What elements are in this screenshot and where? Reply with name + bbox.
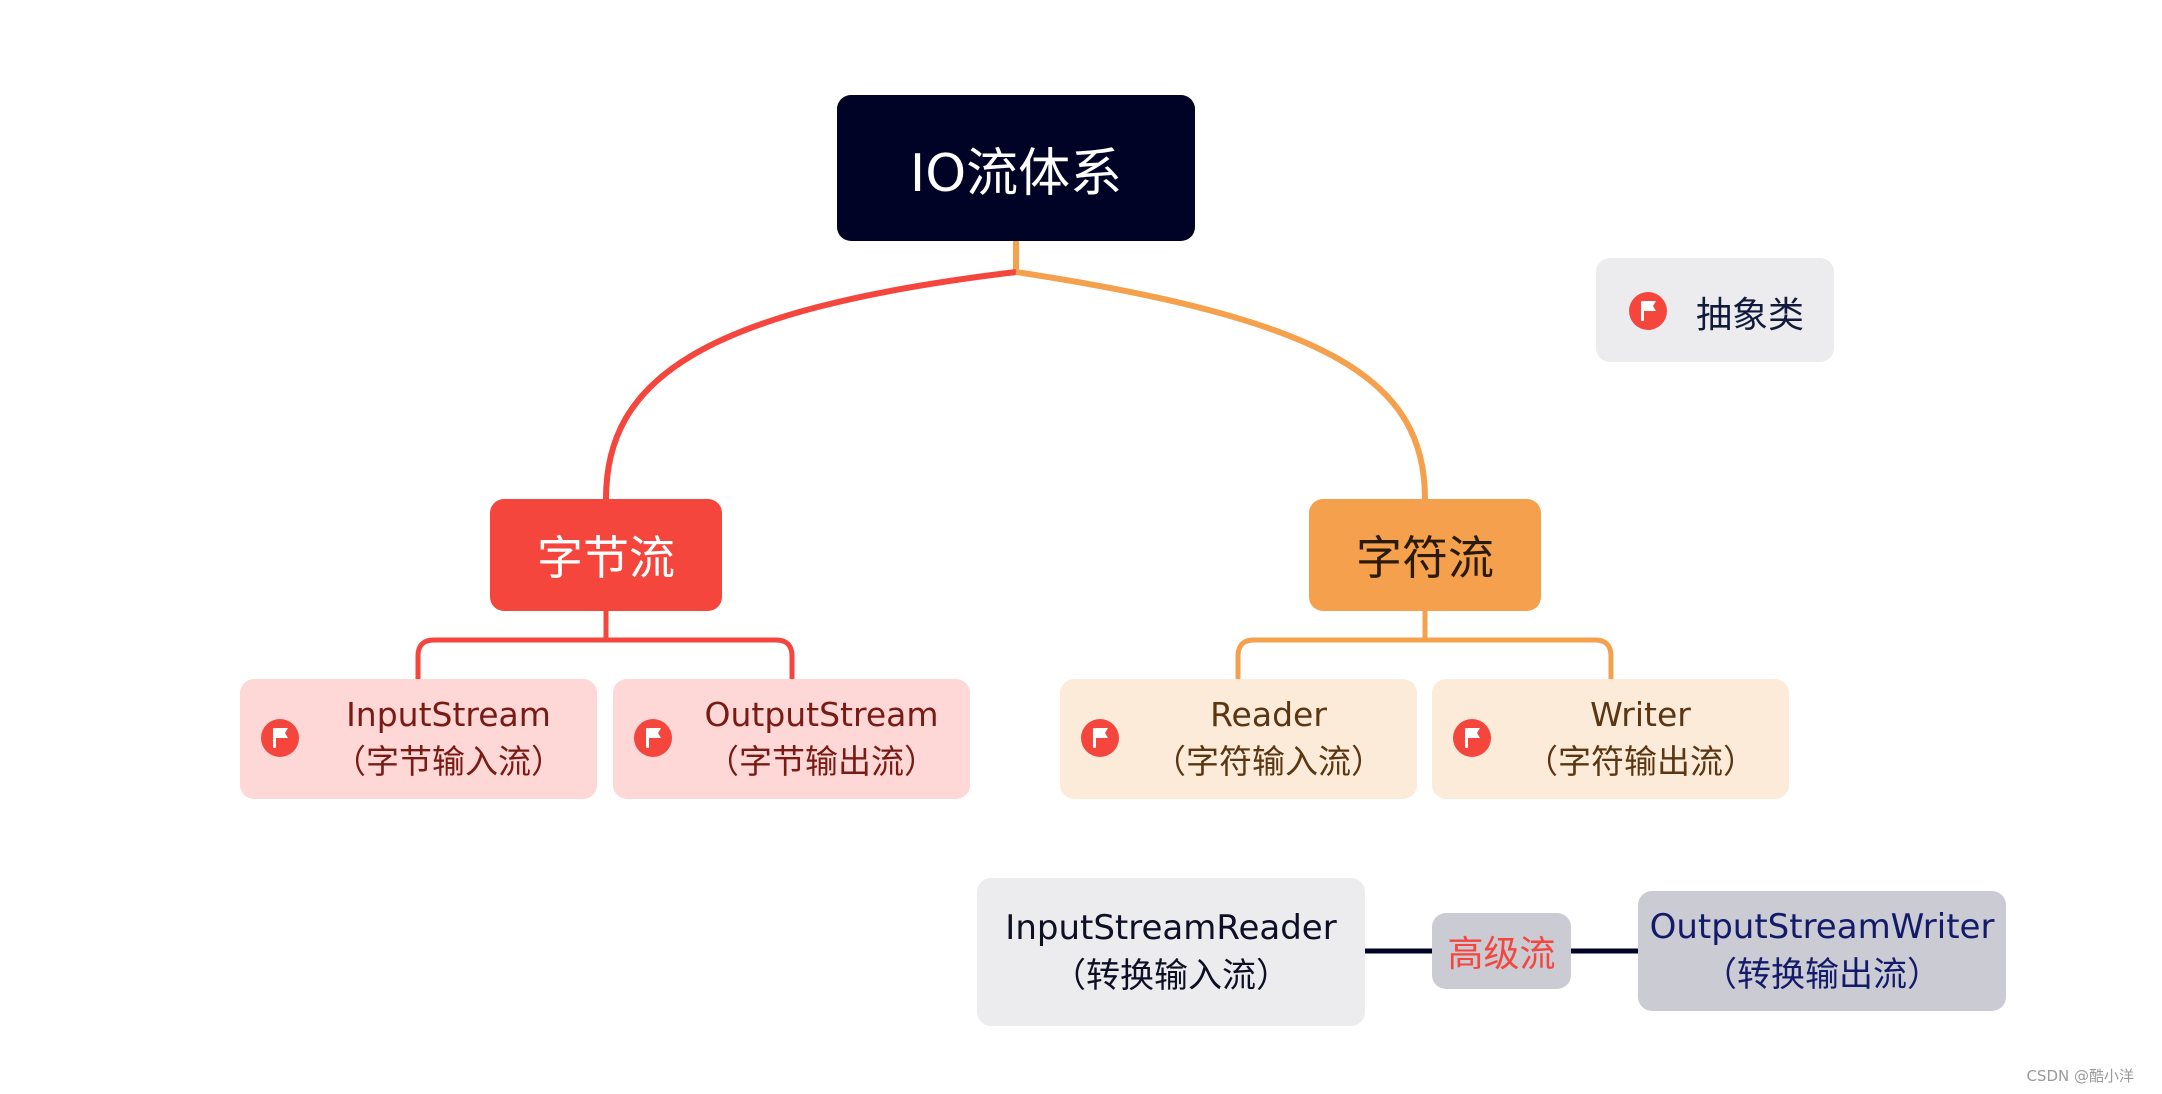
connector-root-to-char [1015,269,1428,500]
outputstreamwriter-name: OutputStreamWriter [1649,907,1995,947]
flag-icon [260,718,300,758]
inputstream-node[interactable]: InputStream （字节输入流） [240,679,597,799]
reader-node[interactable]: Reader （字符输入流） [1060,679,1417,799]
root-label: IO流体系 [909,143,1123,204]
outputstream-name: OutputStream [704,695,939,734]
inputstreamreader-desc: （转换输入流） [1052,956,1290,996]
connector-byte-to-leaves [415,611,795,679]
relation-label[interactable]: 高级流 [1432,913,1571,989]
inputstreamreader-node[interactable]: InputStreamReader （转换输入流） [977,878,1365,1026]
char-stream-node[interactable]: 字符流 [1309,499,1541,611]
connector-root-to-byte [603,269,1017,500]
writer-node[interactable]: Writer （字符输出流） [1432,679,1789,799]
byte-stream-label: 字节流 [537,531,675,585]
flag-icon [633,718,673,758]
inputstream-desc: （字节输入流） [333,742,564,781]
legend-abstract-class: 抽象类 [1596,258,1834,362]
writer-name: Writer [1590,695,1691,734]
outputstream-node[interactable]: OutputStream （字节输出流） [613,679,970,799]
reader-desc: （字符输入流） [1153,742,1384,781]
watermark: CSDN @酷小洋 [2026,1067,2134,1085]
inputstream-name: InputStream [346,695,551,734]
writer-desc: （字符输出流） [1525,742,1756,781]
relation-label-text: 高级流 [1447,934,1556,975]
connector-char-to-leaves [1235,611,1614,679]
flag-icon [1080,718,1120,758]
legend-label: 抽象类 [1696,295,1805,336]
outputstreamwriter-node[interactable]: OutputStreamWriter （转换输出流） [1638,891,2006,1011]
flag-icon [1628,291,1668,331]
outputstreamwriter-desc: （转换输出流） [1703,955,1941,995]
char-stream-label: 字符流 [1356,531,1494,585]
outputstream-desc: （字节输出流） [706,742,937,781]
reader-name: Reader [1210,695,1327,734]
byte-stream-node[interactable]: 字节流 [490,499,722,611]
root-node[interactable]: IO流体系 [837,95,1195,241]
inputstreamreader-name: InputStreamReader [1005,908,1337,948]
flag-icon [1452,718,1492,758]
